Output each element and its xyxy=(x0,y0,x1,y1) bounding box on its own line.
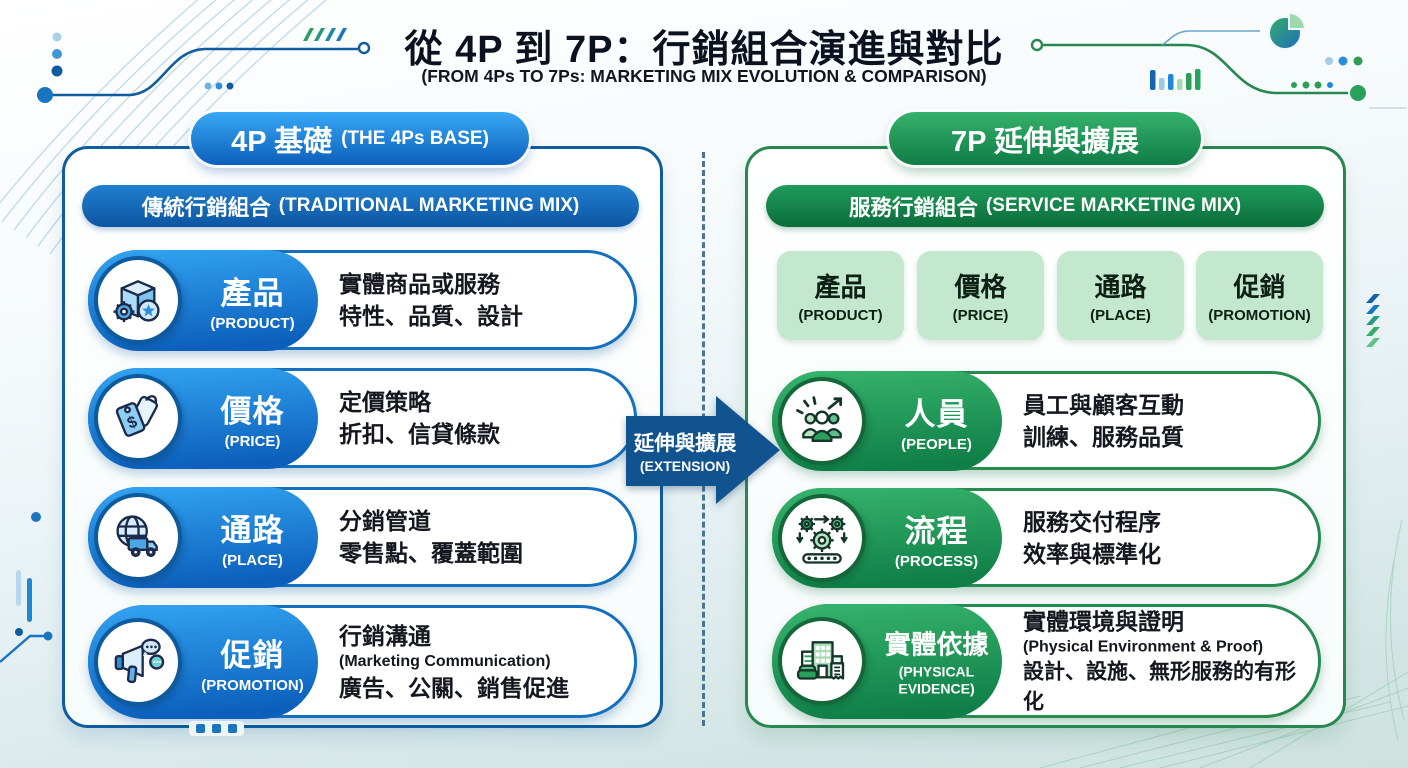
slashes-decoration-right xyxy=(1366,294,1380,347)
base-box-price: 價格 (PRICE) xyxy=(917,251,1044,340)
term-zh: 價格 xyxy=(220,394,285,429)
row-place: 通路 (PLACE) 分銷管道 零售點、覆蓋範圍 xyxy=(87,486,637,588)
term-en: (PEOPLE) xyxy=(901,435,972,453)
left-edge-decoration xyxy=(0,512,53,663)
term-zh: 通路 xyxy=(220,513,285,548)
right-section-zh: 服務行銷組合 xyxy=(848,195,978,220)
right-header-zh: 7P 延伸與擴展 xyxy=(950,125,1139,158)
page-subtitle: (FROM 4Ps TO 7Ps: MARKETING MIX EVOLUTIO… xyxy=(421,66,987,86)
desc-line: 特性、品質、設計 xyxy=(339,303,523,329)
base-en: (PRICE) xyxy=(952,307,1009,324)
base-box-place: 通路 (PLACE) xyxy=(1057,251,1184,340)
term-zh: 產品 xyxy=(220,276,285,311)
left-panel-header: 4P 基礎 (THE 4Ps BASE) xyxy=(191,112,529,165)
term-en: (PLACE) xyxy=(222,552,283,569)
desc-line: 效率與標準化 xyxy=(1023,540,1161,567)
arrow-shape xyxy=(626,396,780,504)
base-zh: 價格 xyxy=(954,272,1007,302)
term-zh: 流程 xyxy=(904,513,969,549)
globe-truck-icon xyxy=(94,493,182,581)
base-box-product: 產品 (PRODUCT) xyxy=(777,251,904,340)
desc-line: 訓練、服務品質 xyxy=(1023,423,1184,450)
left-section-en: (TRADITIONAL MARKETING MIX) xyxy=(278,195,580,216)
package-icon xyxy=(94,256,182,344)
left-header-en: (THE 4Ps BASE) xyxy=(341,127,489,149)
desc-line: 服務交付程序 xyxy=(1023,508,1161,535)
arrow-label-en: (EXTENSION) xyxy=(639,458,731,474)
term-en: (PHYSICAL EVIDENCE) xyxy=(898,663,975,697)
megaphone-icon xyxy=(94,617,182,706)
desc-line: (Physical Environment & Proof) xyxy=(1023,638,1264,656)
base-en: (PROMOTION) xyxy=(1208,307,1311,324)
term-en: (PROMOTION) xyxy=(201,676,304,694)
price-tag-icon: $ xyxy=(94,374,182,462)
term-en: (PRODUCT) xyxy=(210,315,295,332)
extension-arrow: 延伸與擴展 (EXTENSION) xyxy=(626,394,780,506)
row-physical-evidence: 實體依據 (PHYSICAL EVIDENCE) 實體環境與證明 (Physic… xyxy=(771,603,1321,719)
row-product: 產品 (PRODUCT) 實體商品或服務 特性、品質、設計 xyxy=(87,249,637,351)
desc-line: 定價策略 xyxy=(339,388,431,415)
desc-line: 實體環境與證明 xyxy=(1023,608,1184,635)
desc-line: (Marketing Communication) xyxy=(339,652,551,670)
border-squares-decoration xyxy=(189,721,244,736)
left-section-bar: 傳統行銷組合 (TRADITIONAL MARKETING MIX) xyxy=(82,185,639,227)
desc-line: 分銷管道 xyxy=(339,507,431,534)
term-en: (PRICE) xyxy=(224,433,281,450)
base-zh: 產品 xyxy=(814,272,867,302)
base-en: (PRODUCT) xyxy=(798,307,883,324)
row-price: $ 價格 (PRICE) 定價策略 折扣、信貸條款 xyxy=(87,367,637,469)
desc-line: 折扣、信貸條款 xyxy=(339,421,500,447)
base-zh: 通路 xyxy=(1094,272,1147,302)
desc-line: 行銷溝通 xyxy=(339,622,431,649)
process-gears-icon xyxy=(778,493,866,582)
right-section-en: (SERVICE MARKETING MIX) xyxy=(985,195,1242,216)
base-en: (PLACE) xyxy=(1090,307,1151,324)
row-process: 流程 (PROCESS) 服務交付程序 效率與標準化 xyxy=(771,487,1321,588)
desc-line: 廣告、公關、銷售促進 xyxy=(339,674,569,701)
page-title: 從 4P 到 7P：行銷組合演進與對比 xyxy=(404,29,1004,71)
term-en: (PROCESS) xyxy=(894,552,979,570)
term-zh: 實體依據 xyxy=(884,629,989,660)
base-zh: 促銷 xyxy=(1233,272,1286,302)
desc-line: 實體商品或服務 xyxy=(339,270,500,297)
right-panel-header: 7P 延伸與擴展 xyxy=(889,112,1201,165)
row-promotion: 促銷 (PROMOTION) 行銷溝通 (Marketing Communica… xyxy=(87,604,637,719)
left-header-zh: 4P 基礎 xyxy=(231,125,333,158)
term-zh: 促銷 xyxy=(220,637,285,673)
desc-line: 員工與顧客互動 xyxy=(1023,391,1184,418)
base-box-promotion: 促銷 (PROMOTION) xyxy=(1196,251,1323,340)
right-section-bar: 服務行銷組合 (SERVICE MARKETING MIX) xyxy=(766,185,1324,227)
arrow-label-zh: 延伸與擴展 xyxy=(633,432,737,455)
left-section-zh: 傳統行銷組合 xyxy=(141,195,271,220)
desc-line: 設計、設施、無形服務的有形化 xyxy=(1023,660,1296,714)
desc-line: 零售點、覆蓋範圍 xyxy=(339,540,523,566)
term-zh: 人員 xyxy=(904,396,969,432)
building-evidence-icon xyxy=(778,617,866,705)
row-people: 人員 (PEOPLE) 員工與顧客互動 訓練、服務品質 xyxy=(771,370,1321,471)
people-growth-icon xyxy=(778,376,866,465)
